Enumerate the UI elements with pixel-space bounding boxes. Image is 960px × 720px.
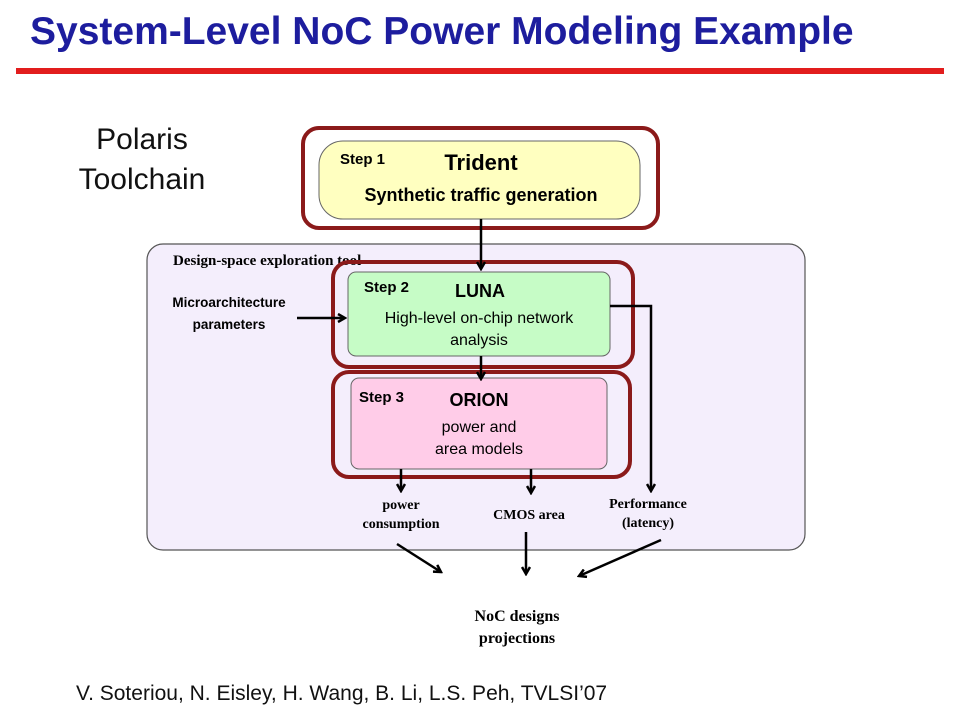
step2-desc-line2: analysis bbox=[450, 332, 508, 349]
step2-name: LUNA bbox=[455, 281, 505, 301]
output-power-line2: consumption bbox=[362, 517, 439, 532]
input-label-line1: Microarchitecture bbox=[172, 295, 286, 310]
toolchain-line-2: Toolchain bbox=[78, 163, 206, 196]
step1-box bbox=[318, 140, 641, 220]
step2-box bbox=[347, 271, 611, 357]
output-performance-line1: Performance bbox=[609, 497, 687, 512]
step3-name: ORION bbox=[449, 390, 508, 410]
arrow-step2-to-performance bbox=[610, 304, 651, 491]
output-power-line1: power bbox=[382, 498, 419, 513]
arrow-power-to-final bbox=[396, 542, 441, 572]
toolchain-label: Polaris Toolchain bbox=[52, 120, 232, 200]
step2-desc-line1: High-level on-chip network bbox=[385, 310, 575, 327]
step2-label: Step 2 bbox=[364, 279, 409, 296]
step3-desc-line2: area models bbox=[435, 441, 523, 458]
input-label-line2: parameters bbox=[193, 317, 266, 332]
step3-label: Step 3 bbox=[359, 389, 404, 406]
slide-title: System-Level NoC Power Modeling Example bbox=[30, 10, 854, 53]
step1-name: Trident bbox=[444, 150, 518, 175]
title-rule bbox=[16, 68, 944, 74]
toolchain-line-1: Polaris bbox=[96, 123, 188, 156]
output-performance-line2: (latency) bbox=[622, 516, 674, 531]
step3-desc-line1: power and bbox=[442, 419, 517, 436]
dse-label: Design-space exploration tool bbox=[173, 253, 361, 269]
output-area: CMOS area bbox=[493, 508, 565, 523]
final-line2: projections bbox=[479, 630, 555, 647]
step1-label: Step 1 bbox=[340, 151, 385, 168]
citation: V. Soteriou, N. Eisley, H. Wang, B. Li, … bbox=[76, 682, 608, 705]
arrow-performance-to-final bbox=[579, 538, 662, 576]
final-line1: NoC designs bbox=[475, 608, 560, 625]
step1-desc: Synthetic traffic generation bbox=[364, 185, 597, 205]
